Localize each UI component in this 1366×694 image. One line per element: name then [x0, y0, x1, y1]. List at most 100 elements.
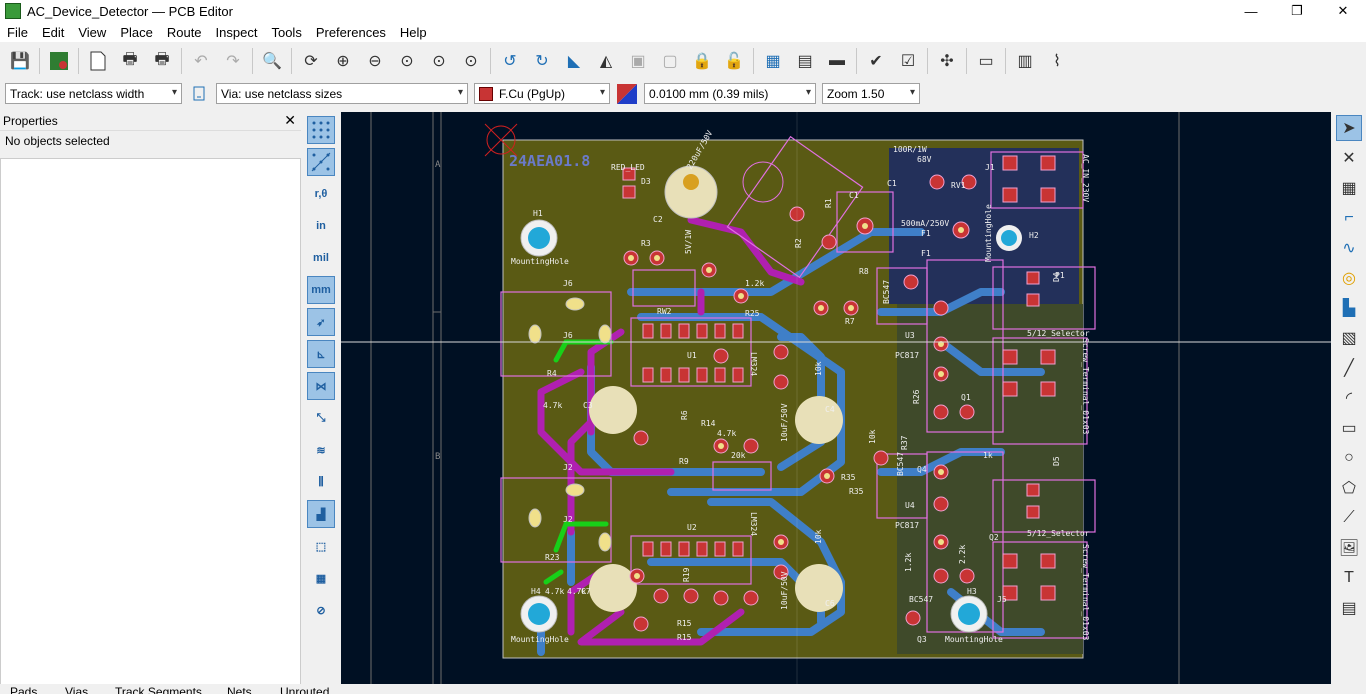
title-bar: AC_Device_Detector — PCB Editor — ❐ ✕ — [0, 0, 1366, 22]
track-width-select[interactable]: Track: use netclass width ▾ — [5, 83, 182, 104]
menu-route[interactable]: Route — [166, 24, 202, 40]
silk-h4: H4 — [531, 587, 541, 596]
route-track-icon[interactable]: ⌐ — [1344, 209, 1354, 226]
board-setup-icon[interactable] — [45, 47, 73, 75]
axes-icon[interactable]: ⊾ — [307, 340, 335, 368]
add-via-icon[interactable]: ◎ — [1342, 270, 1356, 287]
silk-j2-b: J2 — [563, 515, 573, 524]
add-footprint-icon[interactable]: ▦ — [1341, 180, 1357, 197]
menu-help[interactable]: Help — [399, 24, 427, 40]
status-pads: Pads — [10, 685, 38, 694]
zoom-objects-icon[interactable]: ⊙ — [432, 53, 446, 70]
rule-area-icon[interactable]: ▧ — [1341, 330, 1357, 347]
via-size-select[interactable]: Via: use netclass sizes ▾ — [216, 83, 468, 104]
undo-icon[interactable]: ↶ — [194, 53, 208, 70]
chevron-down-icon: ▾ — [909, 87, 915, 98]
track-via-size-icon[interactable] — [188, 83, 210, 105]
zone-fill-icon[interactable]: ▟ — [307, 500, 335, 528]
save-icon[interactable]: 💾 — [10, 53, 30, 70]
pcb-canvas[interactable]: A B — [341, 112, 1331, 684]
schematic-editor-icon[interactable]: ▥ — [1017, 53, 1033, 70]
silk-mh3: MountingHole — [945, 635, 1003, 644]
menu-tools[interactable]: Tools — [271, 24, 302, 40]
unlock-icon[interactable]: 🔓 — [724, 53, 744, 70]
menu-inspect[interactable]: Inspect — [215, 24, 258, 40]
units-mils-icon[interactable]: mil — [313, 252, 329, 264]
menu-edit[interactable]: Edit — [41, 24, 65, 40]
minimize-button[interactable]: — — [1244, 3, 1258, 19]
footprint-browser-icon[interactable]: ▤ — [797, 53, 813, 70]
group-icon[interactable]: ▣ — [630, 53, 646, 70]
add-zone-icon[interactable]: ▙ — [1342, 300, 1356, 317]
print-icon[interactable]: 🖶 — [122, 50, 138, 68]
maximize-button[interactable]: ❐ — [1291, 3, 1303, 18]
silk-screw-terminal: Screw_Terminal_01x03 — [1081, 338, 1090, 435]
draw-circle-icon[interactable]: ○ — [1344, 449, 1354, 466]
close-button[interactable]: ✕ — [1337, 3, 1349, 18]
ratsnest-icon[interactable]: ⋈ — [307, 372, 335, 400]
draw-arc-icon[interactable]: ◜ — [1345, 390, 1353, 407]
overrides-grid-icon[interactable] — [307, 148, 335, 176]
units-mm-icon[interactable]: mm — [307, 276, 335, 304]
menu-place[interactable]: Place — [120, 24, 153, 40]
draw-line-icon[interactable]: ╱ — [1344, 360, 1354, 377]
net-inspector-icon[interactable]: ✣ — [940, 53, 954, 70]
draw-polygon-icon[interactable]: ⬠ — [1342, 480, 1356, 497]
add-image-icon[interactable]: 🖼 — [1338, 540, 1360, 557]
zoom-select[interactable]: Zoom 1.50 ▾ — [822, 83, 920, 104]
update-pcb-icon[interactable]: ▦ — [765, 53, 781, 70]
lock-icon[interactable]: 🔒 — [692, 53, 712, 70]
ungroup-icon[interactable]: ▢ — [662, 53, 678, 70]
close-icon[interactable]: ✕ — [284, 112, 296, 128]
options-toolbar: Track: use netclass width ▾ Via: use net… — [0, 80, 1366, 107]
scripting-console-icon[interactable]: ▭ — [978, 53, 994, 70]
high-contrast-icon[interactable]: ▦ — [315, 572, 327, 585]
rotate-cw-icon[interactable]: ↻ — [535, 53, 549, 70]
zone-outline-icon[interactable]: ⬚ — [315, 540, 327, 553]
zoom-out-icon[interactable]: ⊖ — [368, 53, 382, 70]
rotate-ccw-icon[interactable]: ↺ — [503, 53, 517, 70]
footprint-editor-icon[interactable]: ▬ — [829, 52, 845, 69]
flip-icon[interactable]: ◣ — [567, 53, 581, 70]
silk-r25: R25 — [745, 309, 760, 318]
polar-coords-icon[interactable]: r,θ — [314, 188, 328, 200]
grid-toggle-icon[interactable] — [307, 116, 335, 144]
refresh-icon[interactable]: ⟳ — [304, 53, 318, 70]
net-colors-icon[interactable]: ≋ — [316, 444, 326, 457]
router-icon[interactable]: ⌇ — [1053, 53, 1061, 70]
menu-preferences[interactable]: Preferences — [315, 24, 386, 40]
zoom-in-icon[interactable]: ⊕ — [336, 53, 350, 70]
properties-header: Properties ✕ — [0, 112, 301, 131]
redo-icon[interactable]: ↷ — [226, 53, 240, 70]
draw-rectangle-icon[interactable]: ▭ — [1341, 420, 1357, 437]
units-inches-icon[interactable]: in — [316, 220, 326, 232]
chevron-down-icon: ▾ — [805, 87, 811, 98]
dimension-icon[interactable]: ⟋ — [1343, 509, 1355, 526]
add-text-icon[interactable]: T — [1344, 569, 1354, 586]
select-arrow-icon[interactable]: ➤ — [1336, 115, 1362, 141]
plot-icon[interactable]: 🖶 — [154, 50, 170, 68]
local-ratsnest-icon[interactable]: ✕ — [1342, 150, 1356, 167]
page-settings-icon[interactable] — [84, 47, 112, 75]
grid-select[interactable]: 0.0100 mm (0.39 mils) ▾ — [644, 83, 816, 104]
curved-ratsnest-icon[interactable]: ⤡ — [316, 411, 326, 424]
layer-select[interactable]: F.Cu (PgUp) ▾ — [474, 83, 610, 104]
track-outline-icon[interactable]: ⫼ — [318, 475, 324, 488]
layer-pair-icon[interactable] — [616, 83, 638, 105]
mirror-icon[interactable]: ◭ — [599, 53, 613, 70]
silk-ac-in: AC_IN_230V — [1081, 154, 1090, 202]
find-icon[interactable]: 🔍 — [262, 53, 282, 70]
drc-icon[interactable]: ✔ — [869, 53, 883, 70]
tune-length-icon[interactable]: ∿ — [1342, 240, 1356, 257]
silk-c1-label: C1 — [849, 191, 859, 200]
checklist-icon[interactable]: ☑ — [900, 53, 916, 70]
silk-selector-b: 5/12_Selector — [1027, 529, 1090, 538]
zoom-selection-icon[interactable]: ⊙ — [464, 53, 478, 70]
hide-ratsnest-icon[interactable]: ⊘ — [316, 604, 326, 617]
silk-r23-value: 4.7k — [567, 587, 586, 596]
zoom-fit-icon[interactable]: ⊙ — [400, 53, 414, 70]
menu-file[interactable]: File — [7, 24, 28, 40]
menu-view[interactable]: View — [78, 24, 107, 40]
add-textbox-icon[interactable]: ▤ — [1341, 600, 1357, 617]
cursor-crosshair-icon[interactable]: ➶ — [307, 308, 335, 336]
